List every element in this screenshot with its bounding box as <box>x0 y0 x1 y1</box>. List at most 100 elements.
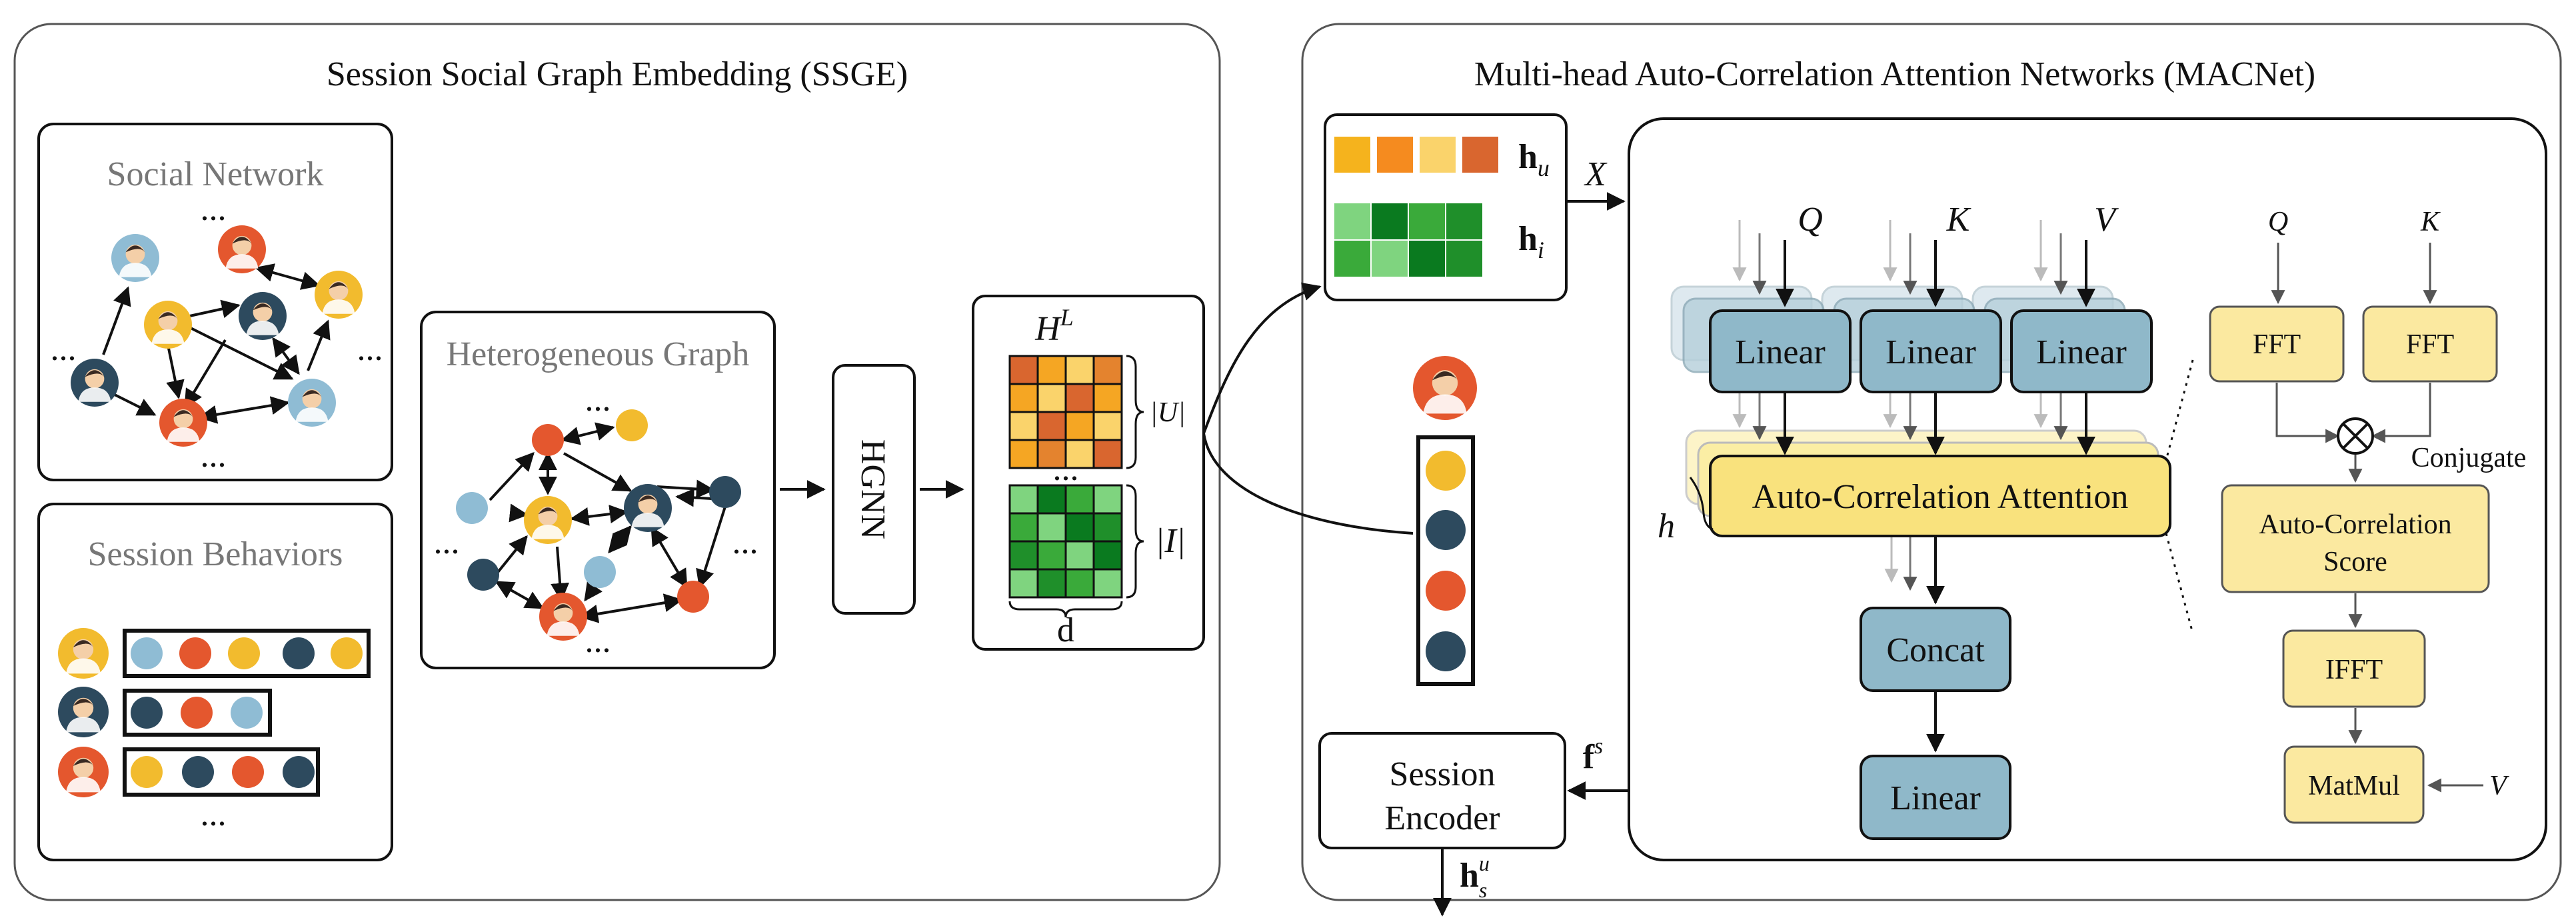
hgnn-label: HGNN <box>854 439 892 539</box>
linear-out-block: Linear <box>1860 755 2011 840</box>
heterogeneous-graph-title: Heterogeneous Graph <box>447 335 750 373</box>
hg-ellipsis-right: ... <box>732 523 758 561</box>
heads-brace <box>1689 477 1714 531</box>
user-item-embedding-box: hu hi <box>1324 113 1568 301</box>
session-behaviors-box: Session Behaviors <box>37 503 393 861</box>
item-embedding-block <box>1008 484 1123 599</box>
hg-user-node <box>524 496 572 544</box>
hg-node <box>532 424 564 456</box>
item-brace <box>1126 484 1144 599</box>
social-user-node <box>111 234 159 282</box>
v-label: V <box>2094 201 2119 239</box>
hg-node <box>616 409 648 441</box>
session-encoder-label-2: Encoder <box>1384 799 1500 837</box>
autocorr-score-label-1: Auto-Correlation <box>2259 509 2451 540</box>
session-row <box>58 747 320 797</box>
session-row <box>58 628 371 679</box>
matmul-block: MatMul <box>2283 745 2425 824</box>
fft-q-block: FFT <box>2209 305 2345 383</box>
detail-connector-bottom <box>2165 533 2194 634</box>
autocorr-detail: Q K FFT FFT Conjuga <box>2209 207 2527 824</box>
matmul-label: MatMul <box>2308 771 2400 801</box>
embedding-matrix-box: HL ... |U| |I| d <box>972 295 1205 651</box>
ellipsis-top: ... <box>201 190 227 228</box>
detail-v-label: V <box>2489 771 2509 801</box>
item-count-label: |I| <box>1155 522 1186 560</box>
autocorr-attention-block: Auto-Correlation Attention <box>1709 455 2171 537</box>
linear-out-label: Linear <box>1890 779 1981 817</box>
dim-label: d <box>1057 611 1074 649</box>
matrix-label: HL <box>1034 304 1074 348</box>
hg-node <box>584 556 616 588</box>
heterogeneous-graph-box: Heterogeneous Graph ... ... ... ... <box>420 311 776 669</box>
curve-matrix-to-embeddings <box>1202 282 1322 434</box>
session-behaviors-title: Session Behaviors <box>88 535 343 573</box>
dim-brace <box>1008 601 1123 618</box>
linear-q-block: Linear <box>1709 309 1852 393</box>
linear-k-block: Linear <box>1860 309 2002 393</box>
fft-k-label: FFT <box>2406 329 2454 360</box>
concat-label: Concat <box>1886 631 1985 669</box>
social-user-node <box>239 292 287 340</box>
session-encoder-label-1: Session <box>1390 755 1496 793</box>
hg-node <box>709 476 741 508</box>
social-user-node <box>288 379 336 427</box>
autocorr-attention-label: Auto-Correlation Attention <box>1752 478 2129 516</box>
ellipsis-bottom: ... <box>201 437 227 475</box>
detail-connector-top <box>2165 359 2194 461</box>
social-user-node <box>144 301 192 349</box>
x-label: X <box>1584 155 1608 193</box>
social-user-node <box>218 225 266 273</box>
fs-label: fs <box>1583 734 1604 776</box>
hu-label: hu <box>1518 138 1550 181</box>
session-sequence <box>1413 356 1477 686</box>
fft-k-block: FFT <box>2362 305 2498 383</box>
autocorr-score-label-2: Score <box>2323 547 2387 577</box>
linear-v-block: Linear <box>2010 309 2153 393</box>
matrix-ellipsis: ... <box>1053 450 1079 488</box>
hg-user-node <box>539 593 587 641</box>
autocorr-score-block: Auto-Correlation Score <box>2221 484 2490 593</box>
curve-matrix-to-sequence <box>1202 433 1414 535</box>
k-label: K <box>1946 201 1971 239</box>
hg-node <box>677 581 709 613</box>
hg-user-node <box>624 484 672 532</box>
ellipsis-left: ... <box>51 330 77 368</box>
hg-node <box>467 559 499 591</box>
ssge-title: Session Social Graph Embedding (SSGE) <box>327 55 908 93</box>
ssge-panel: Session Social Graph Embedding (SSGE) So… <box>13 23 1221 901</box>
hg-ellipsis-left: ... <box>434 523 460 561</box>
linear-v-label: Linear <box>2036 333 2127 371</box>
hg-ellipsis-bottom: ... <box>585 622 611 660</box>
social-user-node <box>159 399 207 447</box>
social-network-title: Social Network <box>107 155 324 193</box>
session-encoder-block: Session Encoder <box>1318 732 1566 849</box>
hi-label: hi <box>1518 220 1544 263</box>
conjugate-label: Conjugate <box>2411 443 2527 473</box>
social-network-box: Social Network ... ... ... ... <box>37 123 393 481</box>
multiply-icon <box>2337 417 2374 455</box>
linear-q-label: Linear <box>1735 333 1826 371</box>
macnet-panel: Multi-head Auto-Correlation Attention Ne… <box>1202 23 2562 917</box>
concat-block: Concat <box>1860 607 2011 692</box>
detail-q-label: Q <box>2268 207 2288 237</box>
hgnn-block: HGNN <box>832 364 916 615</box>
ifft-block: IFFT <box>2282 629 2426 708</box>
macnet-title: Multi-head Auto-Correlation Attention Ne… <box>1474 55 2315 93</box>
session-ellipsis: ... <box>201 795 227 833</box>
hg-node <box>456 492 488 524</box>
detail-k-label: K <box>2420 207 2441 237</box>
social-user-node <box>71 359 119 407</box>
attention-box: Q K V Linear Linear Linear <box>1628 117 2547 861</box>
user-embedding-block <box>1008 355 1123 469</box>
social-user-node <box>315 271 363 319</box>
user-brace <box>1126 355 1144 469</box>
hg-ellipsis-top: ... <box>585 381 611 419</box>
linear-k-label: Linear <box>1886 333 1976 371</box>
session-row <box>58 687 272 737</box>
ifft-label: IFFT <box>2325 655 2383 685</box>
heads-label: h <box>1658 507 1675 545</box>
user-count-label: |U| <box>1150 397 1185 428</box>
